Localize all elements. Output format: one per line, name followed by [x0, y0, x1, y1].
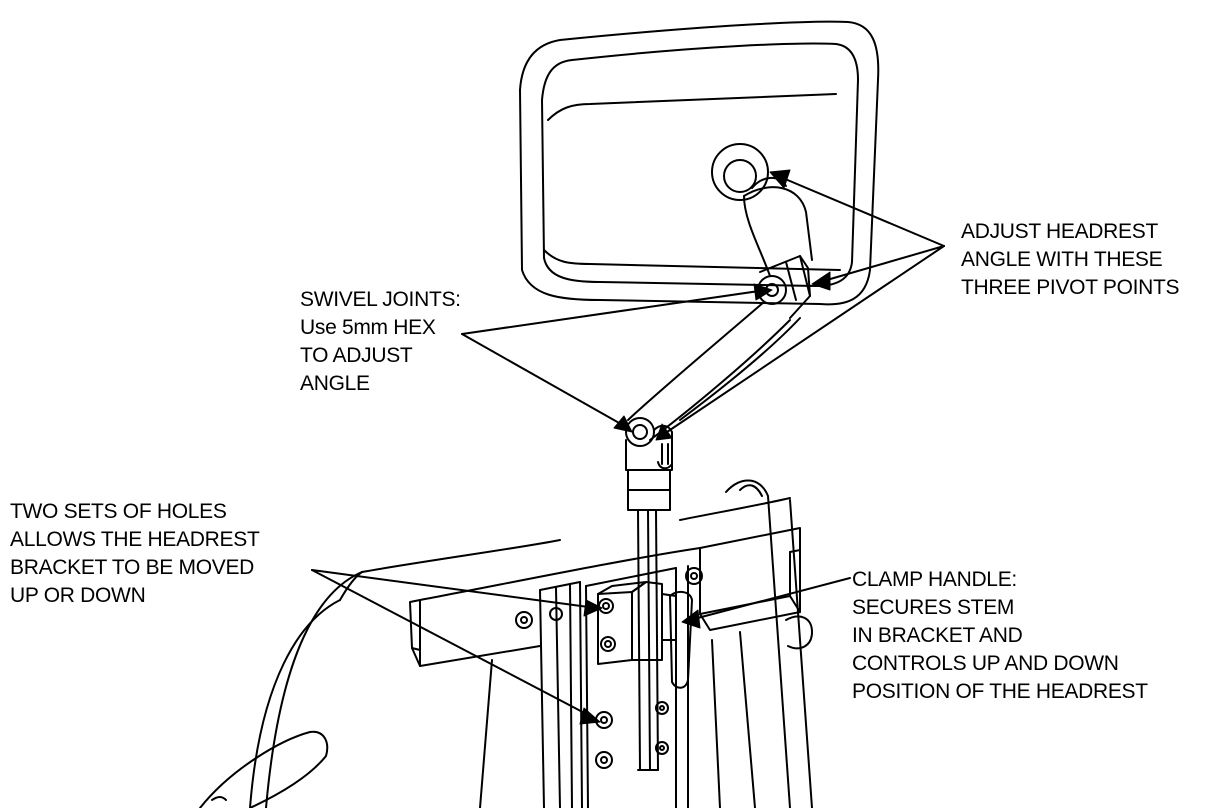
callout-line: SWIVEL JOINTS:	[300, 288, 461, 311]
callout-clamp-handle: CLAMP HANDLE: SECURES STEM IN BRACKET AN…	[852, 566, 1148, 706]
callout-line: ANGLE WITH THESE	[961, 248, 1163, 271]
seat-back-frame	[199, 479, 813, 808]
callout-line: IN BRACKET AND	[852, 624, 1023, 647]
arrowhead-lower-pivot	[655, 423, 673, 441]
callout-line: SECURES STEM	[852, 596, 1015, 619]
lower-swivel-joint	[625, 417, 673, 470]
arrowhead-middle-pivot	[811, 271, 831, 291]
callout-line: UP OR DOWN	[10, 584, 146, 607]
callout-line: ALLOWS THE HEADREST	[10, 528, 260, 551]
arrowheads	[579, 169, 831, 725]
callout-line: CLAMP HANDLE:	[852, 568, 1017, 591]
callout-line: ADJUST HEADREST	[961, 220, 1158, 243]
arrowhead-clamp	[681, 609, 701, 629]
arrowhead-upper-pivot	[769, 169, 791, 189]
headrest-pad	[519, 20, 880, 306]
callout-line: TWO SETS OF HOLES	[10, 500, 227, 523]
callout-swivel-joints: SWIVEL JOINTS: Use 5mm HEX TO ADJUST ANG…	[300, 286, 461, 398]
callout-line: BRACKET TO BE MOVED	[10, 556, 255, 579]
headrest-stem	[625, 439, 673, 771]
arrowhead-swivel-lower	[613, 415, 633, 433]
callout-line: THREE PIVOT POINTS	[961, 276, 1180, 299]
receiver-tube	[539, 565, 689, 808]
callout-line: ANGLE	[300, 372, 370, 395]
callout-line: POSITION OF THE HEADREST	[852, 680, 1148, 703]
headrest-arm	[627, 177, 813, 441]
arrowhead-holes-lower	[579, 707, 601, 725]
clamp-assembly	[597, 581, 693, 689]
leader-lines	[311, 175, 945, 719]
callout-line: CONTROLS UP AND DOWN	[852, 652, 1119, 675]
callout-adjust-headrest-angle: ADJUST HEADREST ANGLE WITH THESE THREE P…	[961, 218, 1180, 302]
callout-line: Use 5mm HEX	[300, 316, 436, 339]
arrowhead-holes-upper	[583, 599, 603, 617]
arrowhead-swivel-upper	[753, 283, 773, 301]
callout-two-sets-of-holes: TWO SETS OF HOLES ALLOWS THE HEADREST BR…	[10, 498, 260, 610]
callout-line: TO ADJUST	[300, 344, 413, 367]
